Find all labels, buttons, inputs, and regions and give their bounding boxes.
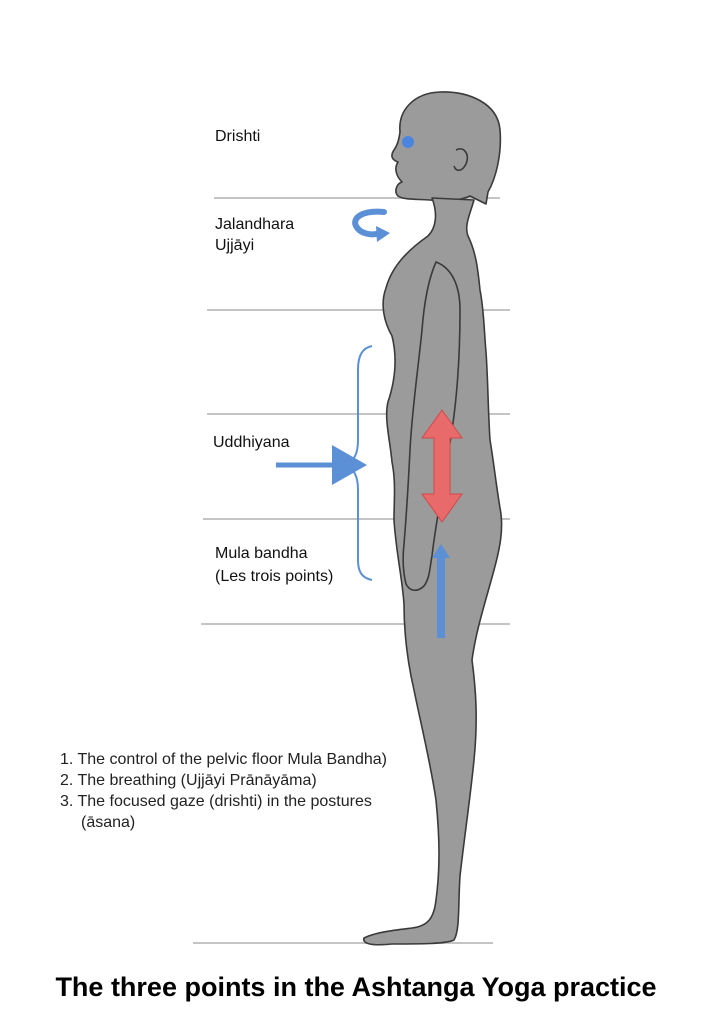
label-les-trois-points: (Les trois points): [215, 568, 334, 585]
label-mula-bandha: Mula bandha: [215, 545, 308, 562]
list-item: 3. The focused gaze (drishti) in the pos…: [60, 793, 372, 810]
list-item: 1. The control of the pelvic floor Mula …: [60, 751, 387, 768]
jalandhara-curved-arrow: [352, 208, 387, 238]
label-ujjayi: Ujjāyi: [215, 237, 255, 254]
diagram-caption: The three points in the Ashtanga Yoga pr…: [55, 972, 657, 1002]
jalandhara-arrow-head: [376, 226, 390, 242]
mula-bandha-arrow-head: [432, 544, 450, 558]
label-uddhiyana: Uddhiyana: [213, 434, 290, 451]
label-drishti: Drishti: [215, 128, 261, 145]
mula-bandha-arrow-shaft: [437, 556, 445, 638]
numbered-list: 1. The control of the pelvic floor Mula …: [60, 749, 387, 833]
drishti-eye-dot: [402, 136, 414, 148]
red-double-arrow: [421, 409, 463, 523]
list-item: 2. The breathing (Ujjāyi Prānāyāma): [60, 772, 317, 789]
list-item-continuation: (āsana): [81, 814, 136, 831]
label-jalandhara: Jalandhara: [215, 216, 295, 233]
